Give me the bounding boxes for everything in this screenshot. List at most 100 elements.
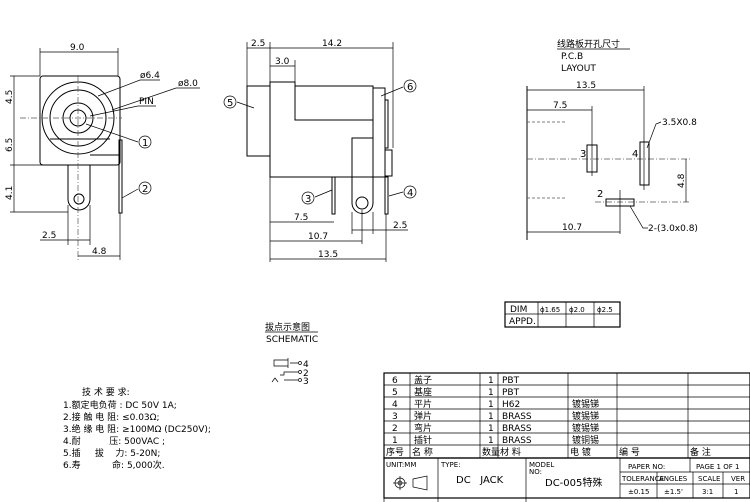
tech-item: 2.接 触 电 阻: ≤0.03Ω; <box>63 411 160 423</box>
schematic-pin-3: 3 <box>303 377 309 387</box>
bom-cell-no: 1 <box>392 436 398 446</box>
dim-table-header: ϕ1.65 <box>540 306 560 314</box>
slot-label-3: 3 <box>580 149 586 160</box>
pcb-layout: 线路板开孔尺寸 P.C.B LAYOUT 13.5 7.5 3 4 2 4.8 … <box>526 38 698 240</box>
dim-pin4: 13.5 <box>318 250 338 260</box>
tech-item: 3.绝 缘 电 阻: ≥100MΩ (DC250V); <box>63 423 211 435</box>
bom-cell-qty: 1 <box>488 400 494 410</box>
type-label: TYPE: <box>440 461 461 469</box>
scale-label: SCALE <box>698 475 720 483</box>
dim-pin3: 7.5 <box>294 213 308 223</box>
model-value: DC-005特殊 <box>545 476 602 489</box>
bom-cell-qty: 1 <box>488 412 494 422</box>
pcb-dim-total: 13.5 <box>576 81 596 91</box>
bom-cell-no: 6 <box>392 376 398 386</box>
bom-cell-name: 弹片 <box>414 410 432 422</box>
tech-requirements: 技 术 要 求: 1.额定电负荷 : DC 50V 1A; 2.接 触 电 阻:… <box>63 386 211 471</box>
bom-cell-material: BRASS <box>502 436 532 446</box>
slot-label-2: 2 <box>597 189 603 200</box>
bom-header-cell: 序号 <box>386 446 404 458</box>
pcb-dim-vertical: 4.8 <box>677 173 687 188</box>
bom-cell-no: 3 <box>392 412 398 422</box>
bom-header-cell: 电 镀 <box>570 446 591 458</box>
bom-cell-name: 盖子 <box>414 374 432 386</box>
bom-cell-material: BRASS <box>502 412 532 422</box>
title-block: UNIT:MM TYPE: DC JACK MODEL NO: DC-005特殊… <box>383 457 750 502</box>
schematic-title-cn: 拔点示意图 <box>265 321 310 333</box>
pcb-dim-pin3: 7.5 <box>553 101 567 111</box>
tech-title: 技 术 要 求: <box>82 386 130 398</box>
tech-item: 4.耐 压: 500VAC ; <box>63 435 165 447</box>
ver-label: VER <box>731 475 745 483</box>
dim-d-outer: ø8.0 <box>178 79 198 89</box>
dim-top: 4.5 <box>5 90 15 104</box>
pcb-dim-pin2: 10.7 <box>562 223 582 233</box>
no-label: NO: <box>529 468 542 476</box>
dim-bottom: 4.1 <box>5 186 15 200</box>
dim-step: 3.0 <box>275 57 290 67</box>
bom-cell-qty: 1 <box>488 376 494 386</box>
tech-item: 6.寿 命: 5,000次. <box>63 459 165 471</box>
projection-symbol-icon <box>393 475 428 491</box>
callout-1: 1 <box>142 138 148 149</box>
dim-width: 9.0 <box>70 43 85 53</box>
bom-cell-name: 平片 <box>414 398 432 410</box>
bom-header-cell: 数量 <box>482 446 500 458</box>
dim-length: 14.2 <box>322 39 342 49</box>
bom-cell-qty: 1 <box>488 424 494 434</box>
schematic: 拔点示意图 SCHEMATIC 4 2 3 <box>265 321 318 387</box>
tech-item: 5.插 拔 力: 5-20N; <box>63 447 160 459</box>
dim-table: DIM ϕ1.65 ϕ2.0 ϕ2.5 APPD. <box>504 301 621 328</box>
tech-item: 1.额定电负荷 : DC 50V 1A; <box>63 399 177 411</box>
pcb-note-slot2: 2-(3.0x0.8) <box>648 224 698 234</box>
angles-value: ±1.5' <box>664 488 683 496</box>
dim-offset: 4.8 <box>92 247 107 257</box>
bom-cell-no: 2 <box>392 424 398 434</box>
side-view: 2.5 14.2 3.0 7.5 10.7 13.5 2.5 5 6 3 4 <box>223 39 417 262</box>
pcb-title-2: LAYOUT <box>561 64 596 74</box>
dim-cap: 2.5 <box>251 39 265 49</box>
model-label: MODEL <box>529 461 554 469</box>
bom-cell-qty: 1 <box>488 388 494 398</box>
bom-header-cell: 备 注 <box>690 446 711 458</box>
callout-4: 4 <box>407 188 413 199</box>
scale-value: 3:1 <box>702 488 713 496</box>
dim-tab-side: 2.5 <box>393 221 407 231</box>
bom-cell-plating: 镀锡锑 <box>572 410 599 422</box>
schematic-pin-2: 2 <box>303 369 309 379</box>
bom-cell-material: PBT <box>502 388 520 398</box>
paper-no: PAPER NO: <box>628 463 665 471</box>
tolerance-value: ±0.15 <box>628 488 649 496</box>
slot-label-4: 4 <box>632 149 638 160</box>
bom-cell-plating: 镀铜锡 <box>572 434 599 446</box>
dim-tab: 2.5 <box>42 231 56 241</box>
angles-label: ANGLES <box>659 475 688 483</box>
dim-pin2: 10.7 <box>308 232 328 242</box>
pcb-title-1: P.C.B <box>561 52 583 62</box>
dim-table-appd: APPD. <box>509 317 536 327</box>
bom-cell-material: BRASS <box>502 424 532 434</box>
callout-6: 6 <box>407 82 413 93</box>
ver-value: 1 <box>734 488 738 496</box>
tolerance-label: TOLERANCE <box>621 475 664 483</box>
bom-cell-no: 4 <box>392 400 398 410</box>
dim-d-inner: ø6.4 <box>140 71 160 81</box>
page-indicator: PAGE 1 OF 1 <box>696 463 739 471</box>
dim-table-header: ϕ2.0 <box>569 306 585 314</box>
bom-cell-plating: 镀锡锑 <box>572 422 599 434</box>
bom-cell-no: 5 <box>392 388 398 398</box>
callout-5: 5 <box>227 98 233 109</box>
callout-2: 2 <box>142 184 148 195</box>
bom-cell-material: H62 <box>502 400 520 410</box>
schematic-title: SCHEMATIC <box>266 335 318 345</box>
dim-mid: 6.5 <box>5 138 15 152</box>
unit-label: UNIT:MM <box>386 461 416 469</box>
dim-table-header: ϕ2.5 <box>597 306 613 314</box>
bom-cell-plating: 镀锡锑 <box>572 398 599 410</box>
callout-3: 3 <box>305 194 311 205</box>
bom-cell-material: PBT <box>502 376 520 386</box>
bom-cell-name: 插针 <box>414 434 432 446</box>
